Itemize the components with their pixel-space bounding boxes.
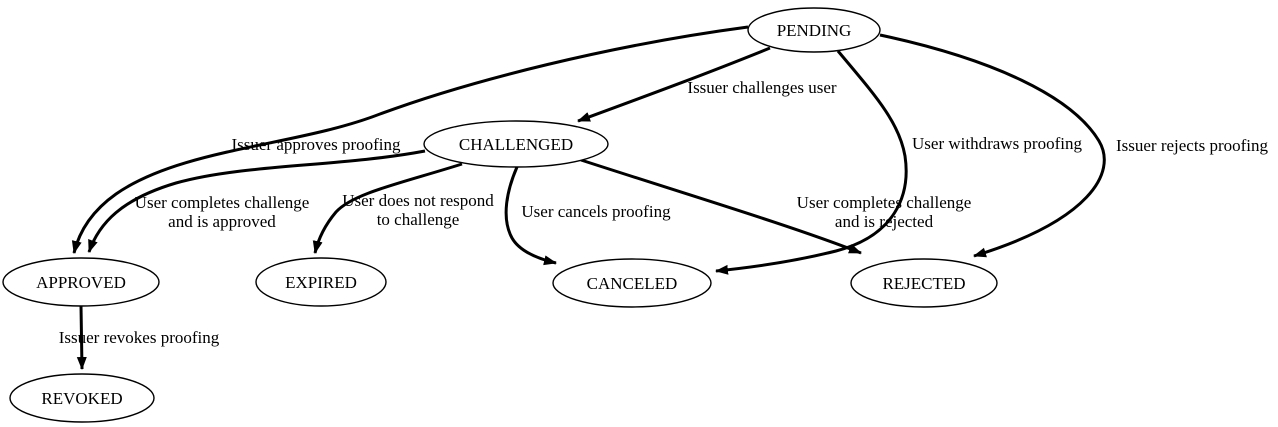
node-canceled bbox=[552, 258, 712, 308]
edge-label-approved-to-revoked: Issuer revokes proofing bbox=[59, 328, 220, 347]
edge-label-challenged-to-canceled: User cancels proofing bbox=[521, 202, 671, 221]
edge-pending-to-rejected bbox=[879, 33, 1106, 258]
edge-challenged-to-canceled bbox=[504, 166, 557, 266]
edge-label-challenged-to-rejected-line1: User completes challenge bbox=[797, 193, 972, 212]
node-challenged bbox=[423, 120, 609, 168]
node-rejected bbox=[850, 258, 998, 308]
node-label-rejected: REJECTED bbox=[882, 274, 965, 293]
edge-pending-to-approved bbox=[71, 25, 749, 254]
node-revoked bbox=[9, 373, 155, 423]
edge-pending-to-challenged bbox=[577, 46, 771, 123]
edge-label-challenged-to-rejected-line2: and is rejected bbox=[835, 212, 934, 231]
node-label-revoked: REVOKED bbox=[41, 389, 122, 408]
edge-label-pending-to-approved: Issuer approves proofing bbox=[231, 135, 401, 154]
nodes-layer: PENDING CHALLENGED APPROVED EXPIRED CANCELED… bbox=[2, 7, 998, 423]
node-label-challenged: CHALLENGED bbox=[459, 135, 573, 154]
node-expired bbox=[255, 257, 387, 307]
node-pending bbox=[747, 7, 881, 53]
edge-label-challenged-to-approved-line1: User completes challenge bbox=[135, 193, 310, 212]
edge-label-pending-to-rejected: Issuer rejects proofing bbox=[1116, 136, 1269, 155]
edge-label-challenged-to-expired-line2: to challenge bbox=[377, 210, 460, 229]
node-label-expired: EXPIRED bbox=[285, 273, 357, 292]
edge-challenged-to-expired bbox=[312, 162, 463, 254]
edge-approved-to-revoked bbox=[76, 305, 87, 370]
edge-label-pending-to-canceled: User withdraws proofing bbox=[912, 134, 1082, 153]
edge-label-challenged-to-approved-line2: and is approved bbox=[168, 212, 276, 231]
node-label-canceled: CANCELED bbox=[587, 274, 678, 293]
node-label-approved: APPROVED bbox=[36, 273, 126, 292]
edge-challenged-to-rejected bbox=[580, 158, 862, 255]
node-approved bbox=[2, 257, 160, 307]
edge-label-pending-to-challenged: Issuer challenges user bbox=[687, 78, 837, 97]
edge-pending-to-canceled bbox=[715, 50, 908, 275]
edges-layer bbox=[71, 25, 1106, 370]
edge-label-challenged-to-expired-line1: User does not respond bbox=[342, 191, 494, 210]
edge-challenged-to-approved bbox=[87, 149, 426, 253]
node-label-pending: PENDING bbox=[777, 21, 852, 40]
